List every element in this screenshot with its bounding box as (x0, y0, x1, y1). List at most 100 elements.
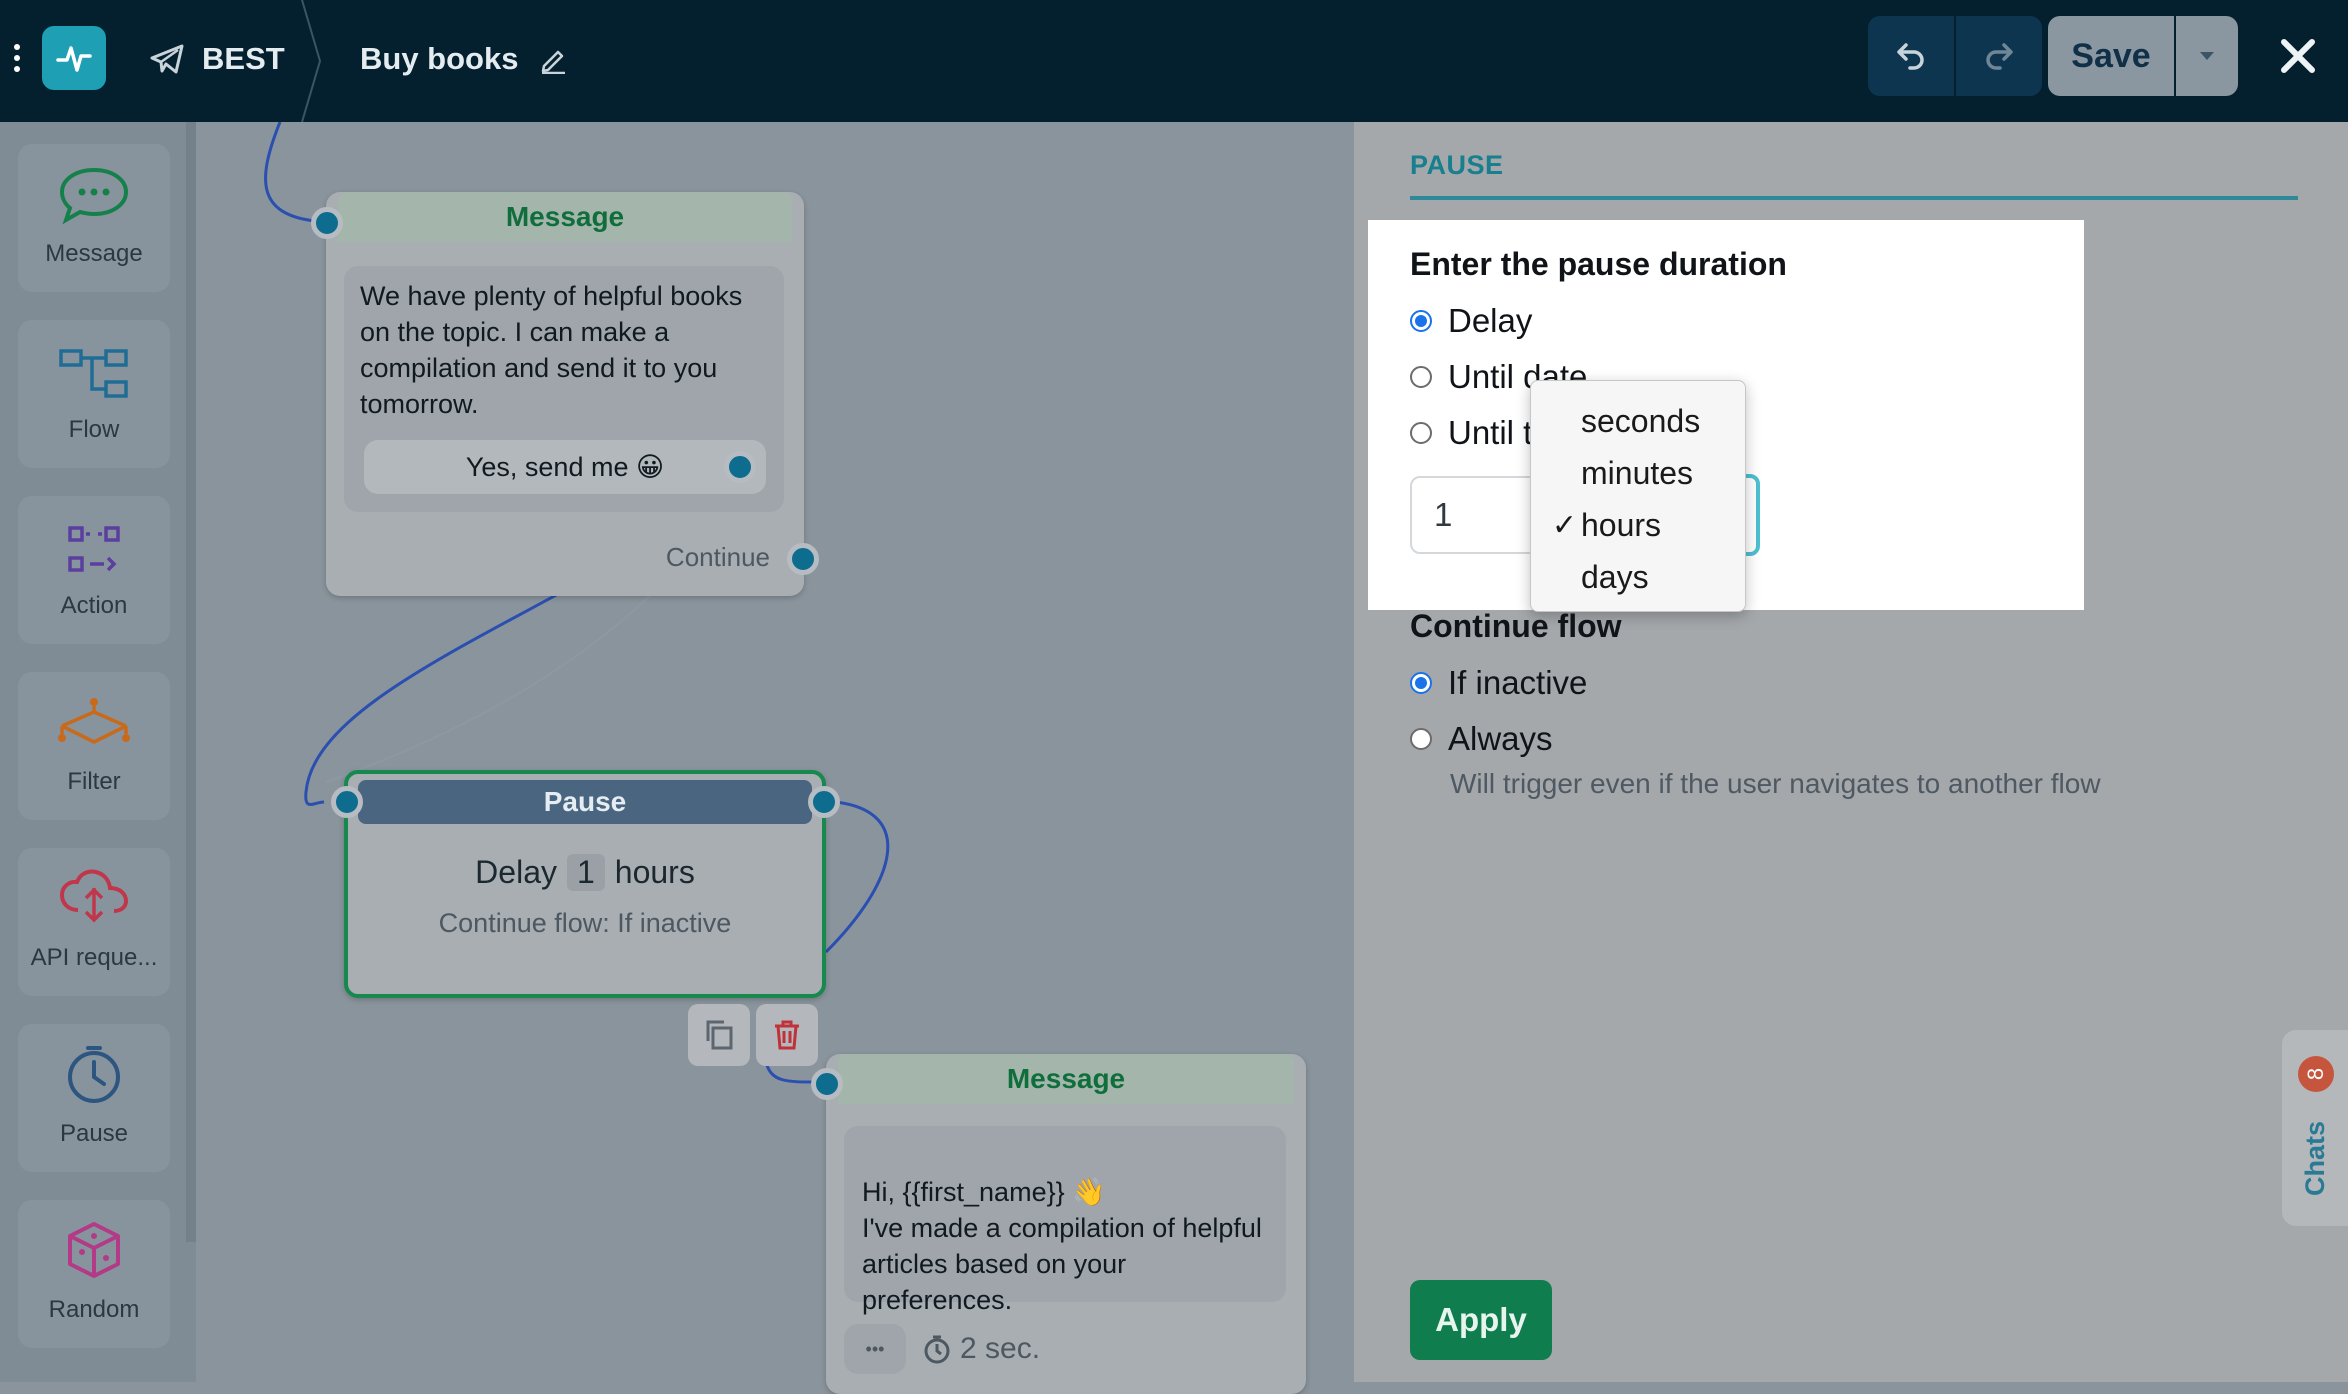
always-hint: Will trigger even if the user navigates … (1450, 768, 2101, 800)
flow-title-text: Buy books (360, 41, 518, 77)
radio-button[interactable] (1410, 366, 1432, 388)
dice-icon (64, 1220, 124, 1280)
palette-item-random[interactable]: Random (18, 1200, 170, 1348)
radio-button[interactable] (1410, 310, 1432, 332)
node-title: Message (838, 1054, 1294, 1104)
radio-if-inactive[interactable]: If inactive (1410, 664, 1587, 702)
radio-button[interactable] (1410, 728, 1432, 750)
api-cloud-icon (58, 868, 130, 928)
palette-scrollbar[interactable] (186, 122, 196, 1242)
action-icon (64, 524, 124, 576)
pause-node[interactable]: Pause Delay 1 hours Continue flow: If in… (344, 770, 826, 998)
palette-item-label: Message (45, 240, 142, 268)
save-button[interactable]: Save (2048, 16, 2174, 96)
checkmark-icon: ✓ (1531, 508, 1581, 543)
typing-delay-value: 2 sec. (960, 1332, 1040, 1366)
unit-option-label: days (1581, 559, 1649, 596)
message-text: Hi, {{first_name}} 👋 I've made a compila… (862, 1174, 1268, 1318)
chevron-down-icon (2199, 51, 2215, 61)
close-button[interactable] (2268, 24, 2328, 88)
quick-reply-output-port[interactable] (724, 451, 756, 483)
unit-option-days[interactable]: days (1531, 551, 1745, 603)
chats-count-badge: 8 (2298, 1056, 2334, 1092)
more-options-button[interactable]: ••• (844, 1324, 906, 1374)
radio-delay[interactable]: Delay (1410, 302, 1532, 340)
copy-icon (704, 1019, 734, 1051)
radio-button[interactable] (1410, 422, 1432, 444)
panel-title: PAUSE (1410, 150, 1504, 181)
breadcrumb-separator (300, 0, 322, 122)
undo-button[interactable] (1868, 16, 1954, 96)
unit-option-minutes[interactable]: minutes (1531, 447, 1745, 499)
radio-button[interactable] (1410, 672, 1432, 694)
palette-item-flow[interactable]: Flow (18, 320, 170, 468)
continue-flow-summary: Continue flow: If inactive (348, 908, 822, 939)
flow-icon (58, 348, 130, 400)
typing-delay: 2 sec. (922, 1332, 1040, 1366)
bot-name: BEST (202, 41, 285, 77)
message-node[interactable]: Message Hi, {{first_name}} 👋 I've made a… (826, 1054, 1306, 1394)
node-input-port[interactable] (331, 786, 363, 818)
palette-item-label: Pause (60, 1120, 128, 1148)
unit-option-label: minutes (1581, 455, 1693, 492)
redo-icon (1982, 39, 2016, 73)
message-node[interactable]: Message We have plenty of helpful books … (326, 192, 804, 596)
radio-label: If inactive (1448, 664, 1587, 702)
quick-reply-button[interactable]: Yes, send me 😀 (364, 440, 766, 494)
delay-unit: hours (615, 854, 695, 891)
close-icon (2278, 36, 2318, 76)
message-text: We have plenty of helpful books on the t… (360, 278, 768, 422)
kebab-menu-icon[interactable] (14, 44, 22, 74)
continue-label: Continue (666, 542, 770, 573)
message-text-bubble[interactable]: Hi, {{first_name}} 👋 I've made a compila… (844, 1126, 1286, 1302)
unit-dropdown-menu: seconds minutes ✓hours days (1530, 380, 1746, 612)
radio-always[interactable]: Always (1410, 720, 1553, 758)
palette-item-label: Action (61, 592, 128, 620)
undo-icon (1894, 39, 1928, 73)
delete-node-button[interactable] (756, 1004, 818, 1066)
delay-label: Delay (475, 854, 557, 891)
continue-flow-heading: Continue flow (1410, 608, 1622, 645)
palette-item-filter[interactable]: Filter (18, 672, 170, 820)
stopwatch-icon (922, 1334, 952, 1364)
node-input-port[interactable] (311, 207, 343, 239)
flow-title[interactable]: Buy books (360, 36, 568, 82)
palette-item-label: Random (49, 1296, 140, 1324)
node-output-port[interactable] (808, 786, 840, 818)
duplicate-node-button[interactable] (688, 1004, 750, 1066)
chats-label: Chats (2300, 1121, 2331, 1196)
palette-item-message[interactable]: Message (18, 144, 170, 292)
apply-button[interactable]: Apply (1410, 1280, 1552, 1360)
palette-item-label: API reque... (31, 944, 158, 972)
node-input-port[interactable] (811, 1068, 843, 1100)
unit-option-label: seconds (1581, 403, 1700, 440)
telegram-icon (150, 44, 184, 74)
palette-item-action[interactable]: Action (18, 496, 170, 644)
trash-icon (773, 1019, 801, 1051)
panel-title-underline (1410, 196, 2298, 200)
duration-input[interactable]: 1 (1410, 476, 1540, 554)
palette-item-label: Flow (69, 416, 120, 444)
unit-option-label: hours (1581, 507, 1661, 544)
palette-item-api-request[interactable]: API reque... (18, 848, 170, 996)
chats-tab[interactable]: 8 Chats (2282, 1030, 2348, 1226)
radio-label: Delay (1448, 302, 1532, 340)
palette-item-label: Filter (67, 768, 120, 796)
bot-selector[interactable]: BEST (150, 36, 285, 82)
edit-pencil-icon[interactable] (538, 44, 568, 74)
message-bubble-icon (58, 166, 130, 224)
pause-duration-heading: Enter the pause duration (1410, 246, 1787, 283)
node-title: Pause (358, 780, 812, 824)
delay-value: 1 (567, 854, 605, 891)
save-options-button[interactable] (2176, 16, 2238, 96)
filter-icon (54, 696, 134, 752)
continue-output-port[interactable] (787, 543, 819, 575)
redo-button[interactable] (1956, 16, 2042, 96)
radio-label: Always (1448, 720, 1553, 758)
quick-reply-label: Yes, send me 😀 (466, 449, 664, 485)
unit-option-seconds[interactable]: seconds (1531, 395, 1745, 447)
radio-until-time[interactable]: Until t (1410, 414, 1532, 452)
unit-option-hours[interactable]: ✓hours (1531, 499, 1745, 551)
app-logo-icon[interactable] (42, 26, 106, 90)
palette-item-pause[interactable]: Pause (18, 1024, 170, 1172)
